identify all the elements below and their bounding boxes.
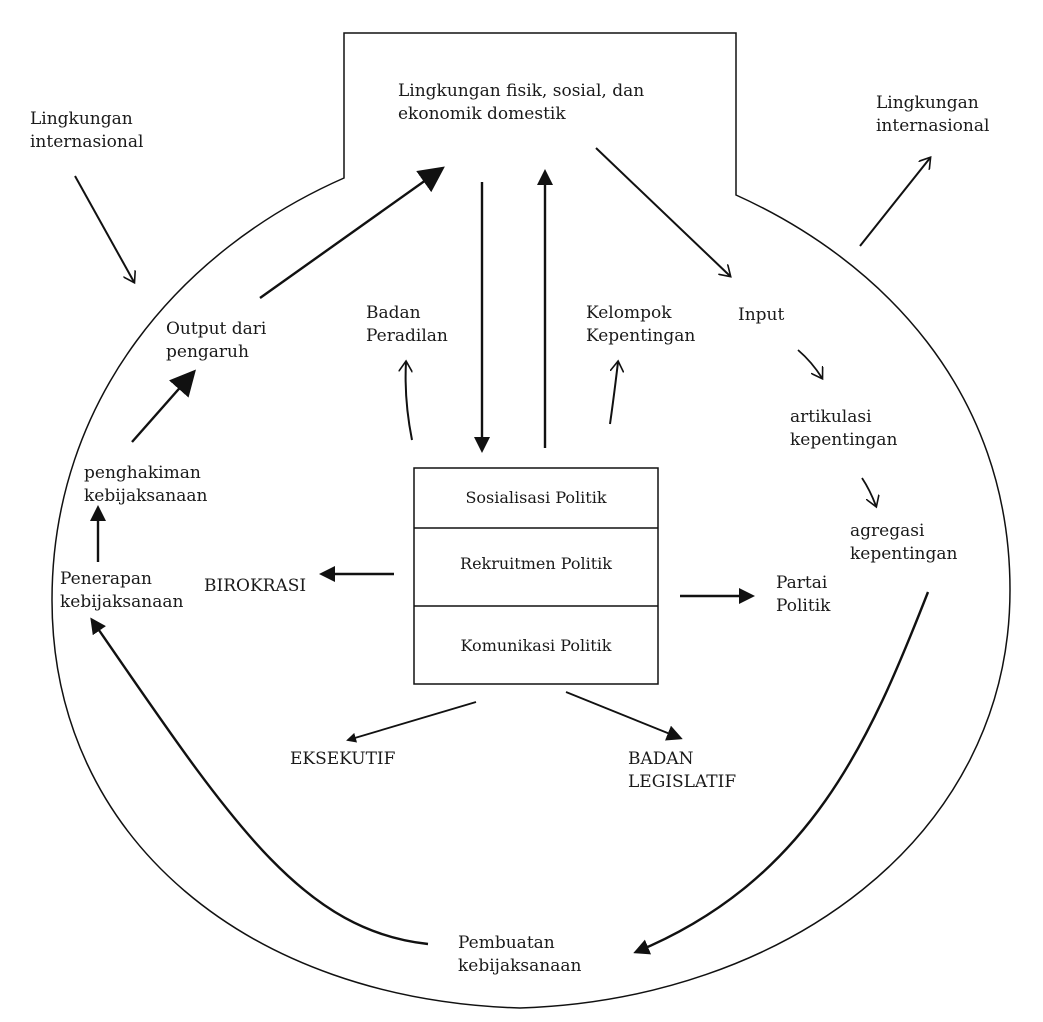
arrow-adjudication-to-output <box>131 369 196 443</box>
judiciary-label: Badan Peradilan <box>366 303 448 346</box>
domestic-environment-label: Lingkungan fisik, sosial, dan ekonomik d… <box>398 81 645 124</box>
arrow-to-judiciary <box>406 362 412 441</box>
intl-environment-left-label: Lingkungan internasional <box>30 109 144 152</box>
parties-label: Partai Politik <box>776 573 831 616</box>
arrow-articulation-to-aggregation <box>861 477 876 506</box>
arrow-policy-making-to-application <box>90 617 429 946</box>
articulation-label: artikulasi kepentingan <box>790 407 898 450</box>
input-label: Input <box>738 305 785 325</box>
adjudication-label: penghakiman kebijaksanaan <box>84 463 208 506</box>
arrow-env-to-input <box>595 147 730 276</box>
aggregation-label: agregasi kepentingan <box>850 521 958 564</box>
recruitment-row: Rekruitmen Politik <box>460 554 612 573</box>
arrow-box-to-executive <box>346 701 477 743</box>
system-boundary <box>51 32 1011 1009</box>
interest-groups-label: Kelompok Kepentingan <box>586 303 696 346</box>
arrow-output-to-env <box>259 166 445 299</box>
arrow-input-to-articulation <box>797 349 822 378</box>
legislature-label: BADAN LEGISLATIF <box>628 749 737 792</box>
output-label: Output dari pengaruh <box>166 319 267 362</box>
communication-row: Komunikasi Politik <box>460 636 612 655</box>
functions-box <box>413 467 659 685</box>
policy-making-label: Pembuatan kebijaksanaan <box>458 933 582 976</box>
arrow-box-to-legislature <box>565 691 683 741</box>
socialization-row: Sosialisasi Politik <box>465 488 607 507</box>
arrow-to-interest-groups <box>609 362 618 425</box>
bureaucracy-label: BIROKRASI <box>204 576 307 596</box>
arrow-aggregation-to-policy-making <box>633 591 930 955</box>
executive-label: EKSEKUTIF <box>290 749 396 769</box>
arrow-intl-right-out <box>859 158 930 247</box>
intl-environment-right-label: Lingkungan internasional <box>876 93 990 136</box>
arrow-intl-left-in <box>74 175 134 282</box>
application-label: Penerapan kebijaksanaan <box>60 569 184 612</box>
